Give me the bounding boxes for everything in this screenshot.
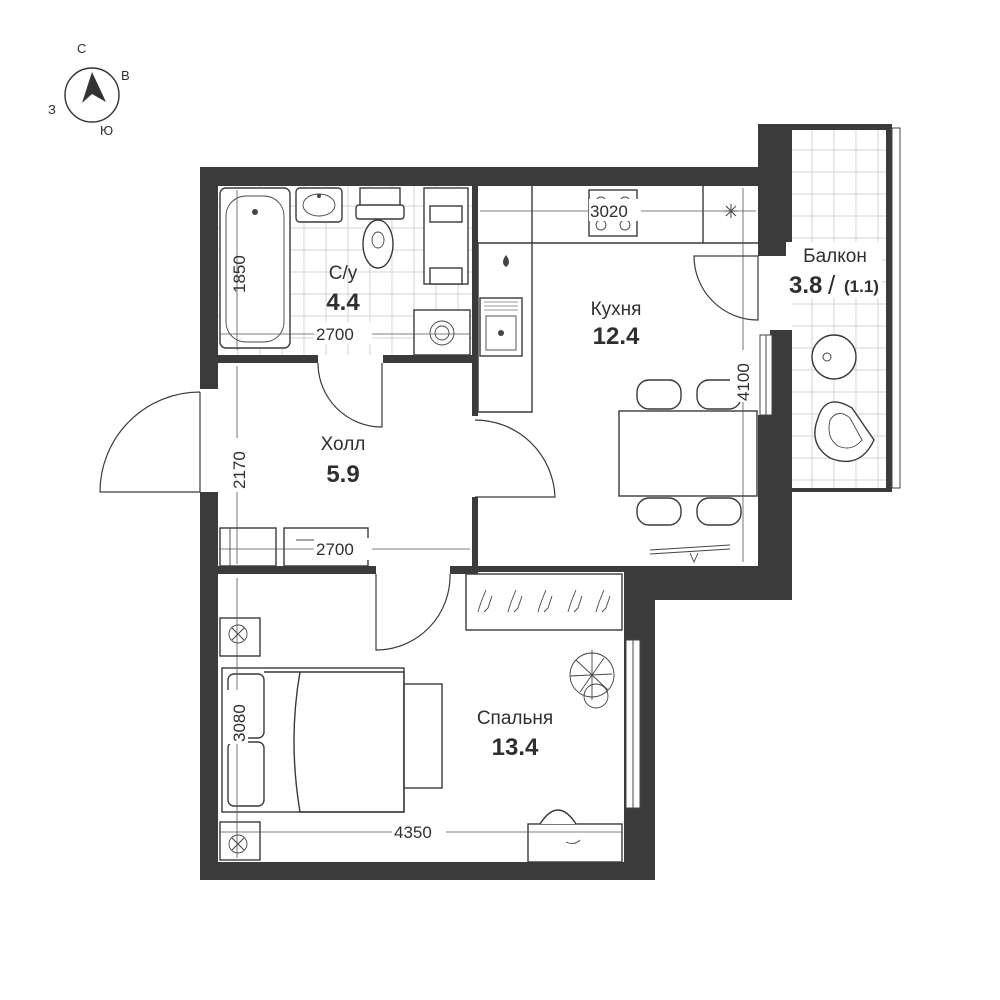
desk [527,809,623,863]
nightstand-top [219,617,261,657]
dim-kitchen-width: 3020 [590,202,628,221]
washing-machine [413,309,471,356]
kitchen-sink [479,297,523,357]
dim-bedroom-height: 3080 [230,704,249,742]
room-bedroom-name: Спальня [477,708,553,729]
room-bedroom-area: 13.4 [492,734,539,761]
dim-bath-width: 2700 [316,325,354,344]
dim-hall-width: 2700 [316,540,354,559]
dim-kitchen-height: 4100 [734,363,753,401]
bed [221,667,443,813]
room-labels: С/у 4.4 Кухня 12.4 Холл 5.9 Спальня 13.4… [321,242,882,761]
dim-bedroom-width: 4350 [394,823,432,842]
balcony-chair [814,401,875,463]
plant [569,650,615,709]
radiator-kitchen [649,544,731,564]
room-balcony-name: Балкон [803,246,867,267]
wardrobe [465,573,623,631]
dim-hall-height: 2170 [230,451,249,489]
room-bathroom-area: 4.4 [326,289,360,316]
room-hall-name: Холл [321,434,366,455]
nightstand-bottom [219,821,261,861]
compass: С В Ю З [48,41,130,138]
north-arrow-icon [82,72,106,103]
toilet [355,187,405,269]
drop-icon [503,255,509,267]
bathtub [219,187,291,349]
windows [625,127,901,809]
dim-bath-height: 1850 [230,255,249,293]
balcony-table [811,334,857,380]
dimension-labels: 1850 2700 3020 4100 2170 2700 3080 4350 [226,199,753,842]
kitchen-counter [477,186,758,413]
room-kitchen-area: 12.4 [593,323,640,350]
towel-rack [423,187,469,285]
sink-bathroom [295,187,343,223]
compass-south: Ю [100,123,113,138]
room-balcony-area: 3.8 [789,272,822,299]
room-balcony-note: (1.1) [844,277,879,296]
room-balcony-separator: / [828,270,836,300]
dining-table [618,379,758,526]
doors [99,255,759,651]
compass-east: В [121,68,130,83]
compass-north: С [77,41,86,56]
room-hall-area: 5.9 [326,461,359,488]
room-bathroom-name: С/у [329,263,358,284]
room-kitchen-name: Кухня [591,299,642,320]
compass-west: З [48,102,56,117]
